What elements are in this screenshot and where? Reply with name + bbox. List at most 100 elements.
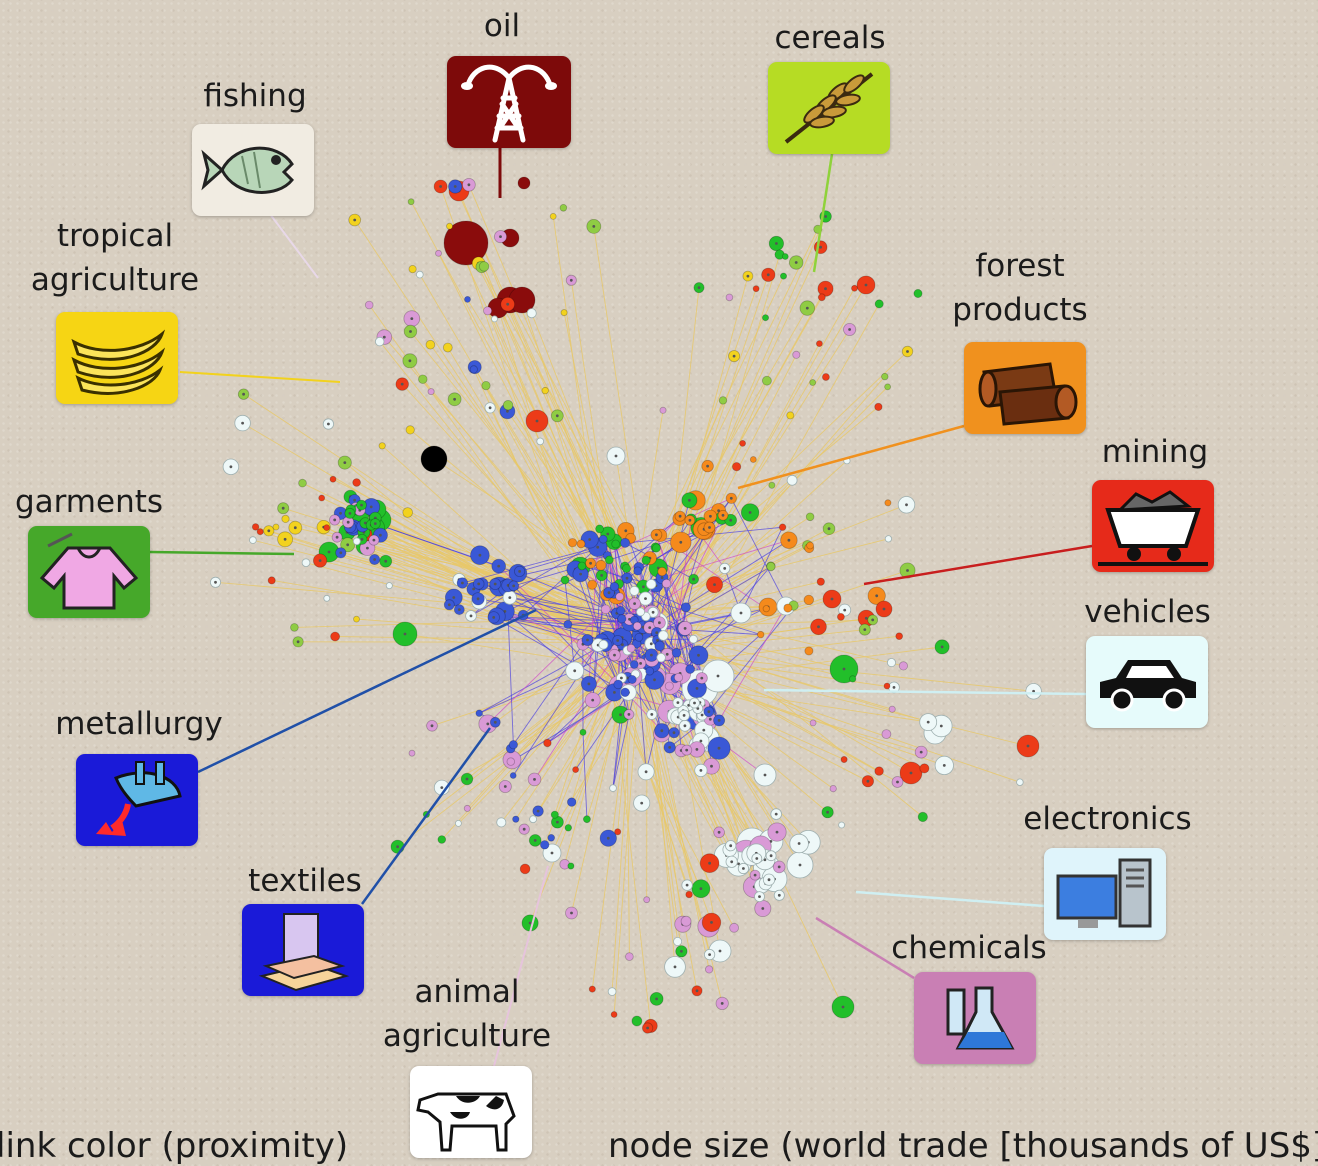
product-node-center xyxy=(401,383,404,386)
product-node xyxy=(740,440,746,446)
product-node xyxy=(767,562,775,570)
product-node xyxy=(818,294,825,301)
product-node-center xyxy=(702,729,705,732)
product-node-center xyxy=(404,633,407,636)
product-node xyxy=(646,667,654,675)
product-node xyxy=(605,556,613,564)
category-leader-line xyxy=(198,610,536,772)
product-node xyxy=(899,662,907,670)
product-node-center xyxy=(696,748,699,751)
product-node xyxy=(331,632,340,641)
product-node xyxy=(686,665,695,674)
product-node-center xyxy=(683,714,686,717)
product-node xyxy=(882,373,889,380)
label-forest-products: forest products xyxy=(940,244,1100,332)
product-node-center xyxy=(588,538,591,541)
product-node xyxy=(568,863,574,869)
product-node xyxy=(757,631,764,638)
product-node xyxy=(365,301,373,309)
product-node-center xyxy=(710,765,713,768)
product-node xyxy=(542,387,549,394)
label-electronics: electronics xyxy=(1015,797,1200,841)
product-node-center xyxy=(826,811,829,814)
product-node xyxy=(635,633,643,641)
product-node xyxy=(577,540,585,548)
product-node-center xyxy=(333,519,336,522)
label-tropical-agriculture: tropical agriculture xyxy=(20,214,210,302)
product-node-center xyxy=(661,576,664,579)
product-node-center xyxy=(374,522,377,525)
product-node xyxy=(416,271,423,278)
product-node xyxy=(438,836,446,844)
product-node xyxy=(257,529,263,535)
footer-link-color-text: link color (proximity) xyxy=(0,1126,348,1166)
product-node xyxy=(750,457,756,463)
network-edge xyxy=(655,288,854,645)
product-node-center xyxy=(686,884,689,887)
product-node-center xyxy=(693,702,696,705)
product-node-center xyxy=(370,506,373,509)
sweater-icon xyxy=(28,526,150,618)
product-node xyxy=(646,579,656,589)
product-node-center xyxy=(824,215,827,218)
product-node xyxy=(530,816,537,823)
product-node-center xyxy=(689,519,692,522)
product-node xyxy=(551,811,558,818)
product-node xyxy=(642,556,650,564)
product-node xyxy=(518,177,530,189)
product-node-center xyxy=(684,627,687,630)
computer-icon xyxy=(1044,848,1166,940)
network-edge xyxy=(619,229,818,636)
network-edge xyxy=(450,226,638,636)
product-node-center xyxy=(294,526,297,529)
product-node xyxy=(479,262,489,272)
product-node-center xyxy=(624,529,627,532)
product-node xyxy=(914,289,922,297)
product-node-center xyxy=(523,828,526,831)
product-node xyxy=(793,351,800,358)
product-node-center xyxy=(795,261,798,264)
product-node-center xyxy=(508,596,511,599)
product-node xyxy=(588,580,597,589)
product-node xyxy=(537,438,544,445)
product-node-center xyxy=(384,560,387,563)
product-node-center xyxy=(713,583,716,586)
product-node xyxy=(630,661,638,669)
product-node-center xyxy=(570,279,573,282)
product-node xyxy=(658,567,667,576)
label-vehicles: vehicles xyxy=(1075,590,1220,634)
product-node-center xyxy=(431,724,434,727)
product-node xyxy=(492,316,498,322)
category-leader-line xyxy=(270,214,318,278)
product-node xyxy=(804,595,814,605)
product-node-center xyxy=(319,559,322,562)
product-node-center xyxy=(768,878,771,881)
product-node-center xyxy=(468,183,471,186)
product-node xyxy=(379,443,385,449)
product-node-center xyxy=(327,423,330,426)
product-node xyxy=(633,622,641,630)
product-node-center xyxy=(685,749,688,752)
product-node-center xyxy=(242,393,245,396)
product-node xyxy=(476,710,483,717)
product-node xyxy=(520,864,530,874)
product-node-center xyxy=(706,465,709,468)
product-node-center xyxy=(749,511,752,514)
product-node-center xyxy=(472,588,475,591)
product-node xyxy=(470,366,477,373)
product-node-center xyxy=(499,235,502,238)
product-node-center xyxy=(556,414,559,417)
product-node-center xyxy=(730,497,733,500)
product-node-center xyxy=(666,653,669,656)
product-node xyxy=(426,340,435,349)
product-node-center xyxy=(361,538,364,541)
product-node xyxy=(599,640,608,649)
product-node-center xyxy=(497,565,500,568)
product-node-center xyxy=(863,628,866,631)
product-node-center xyxy=(718,719,721,722)
product-node-center xyxy=(673,731,676,734)
label-garments: garments xyxy=(6,480,172,524)
product-node-center xyxy=(696,989,699,992)
product-node-center xyxy=(710,921,713,924)
product-node-center xyxy=(267,529,270,532)
